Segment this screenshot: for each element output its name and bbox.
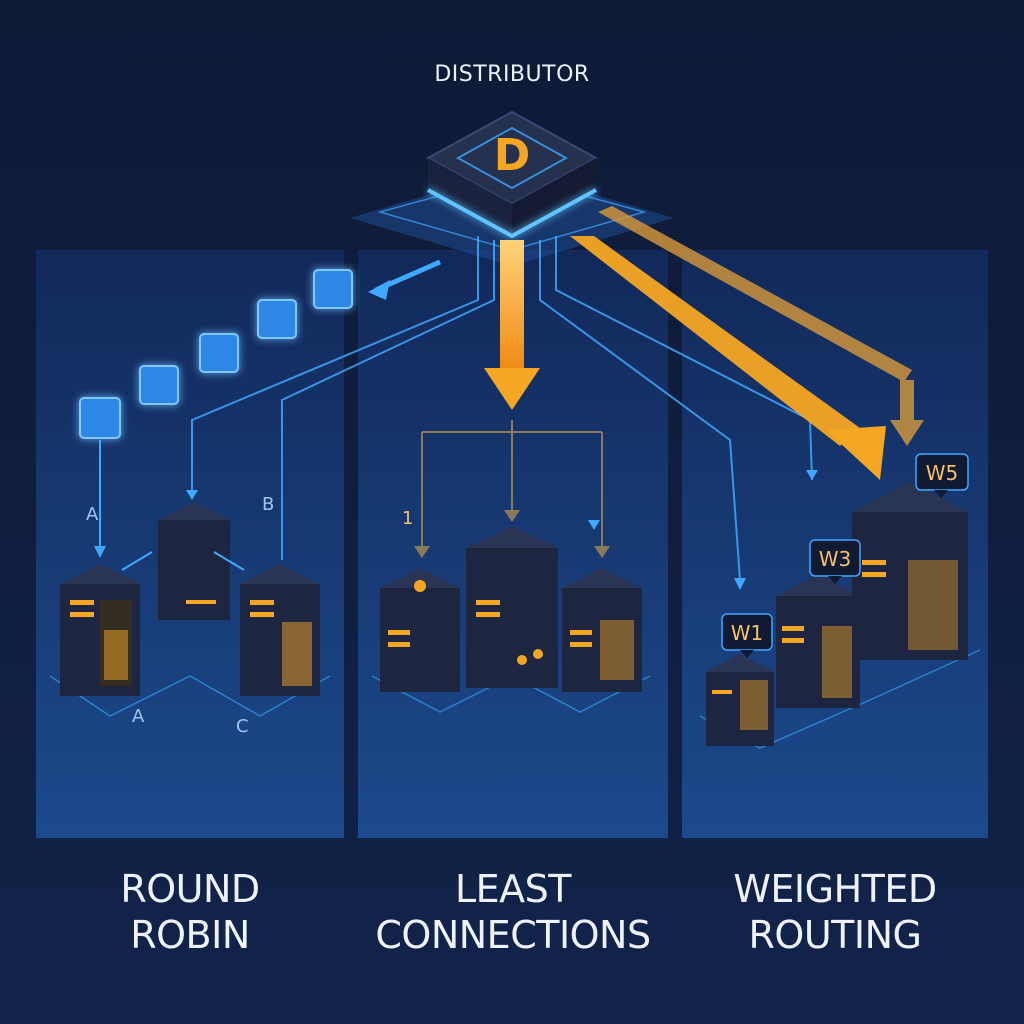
rr-label-middle: B [262,494,274,515]
weight-label-w5: W5 [926,461,959,485]
orange-arrow-weighted-secondary [598,206,924,446]
panel-title-line: LEAST [454,867,572,911]
weight-badge-w1: W1 [721,613,773,658]
queue-cube [257,299,297,339]
queue-arrow [374,259,442,293]
server-weighted-w3[interactable] [776,574,860,708]
orange-arrow-weighted-main [570,236,886,480]
server-least-center[interactable] [466,526,558,688]
rr-label-top-left: A [86,504,99,525]
server-least-right[interactable] [562,568,642,692]
blue-flow-lines [191,236,813,581]
rr-label-bottom-right: C [236,716,249,737]
queue-cube [199,333,239,373]
least-connections-arrowheads [414,510,610,558]
panel-title-line: CONNECTIONS [375,913,651,957]
weight-badge-w3: W3 [809,539,861,584]
weight-badge-w5: W5 [915,453,969,498]
rr-label-bottom-left: A [132,706,145,727]
hub-glyph: D [494,130,531,181]
round-robin-arrows [121,551,245,571]
least-connections-branches [421,420,603,548]
server-weighted-w5[interactable] [852,482,968,660]
panel-title-least-connections: LEAST CONNECTIONS [358,866,668,958]
panel-title-line: WEIGHTED [733,867,937,911]
request-queue [79,269,353,439]
server-round-robin-left[interactable] [60,564,140,696]
weight-label-w3: W3 [819,547,852,571]
server-least-left[interactable] [380,568,460,692]
server-round-robin-right[interactable] [240,564,320,696]
server-round-robin-middle[interactable] [158,502,230,620]
server-weighted-w1[interactable] [706,654,774,746]
lc-label-left: 1 [402,508,413,529]
queue-cube [139,365,179,405]
distributor-title: DISTRIBUTOR [434,62,590,87]
panel-title-line: ROUTING [748,913,922,957]
distributor-hub[interactable] [425,110,599,239]
panel-title-weighted-routing: WEIGHTED ROUTING [682,866,988,958]
orange-arrow-center [484,240,540,410]
panel-title-line: ROBIN [130,913,250,957]
weight-label-w1: W1 [731,621,764,645]
panel-title-round-robin: ROUND ROBIN [36,866,344,958]
panel-title-line: ROUND [120,867,260,911]
queue-cube [79,397,121,439]
queue-cube [313,269,353,309]
